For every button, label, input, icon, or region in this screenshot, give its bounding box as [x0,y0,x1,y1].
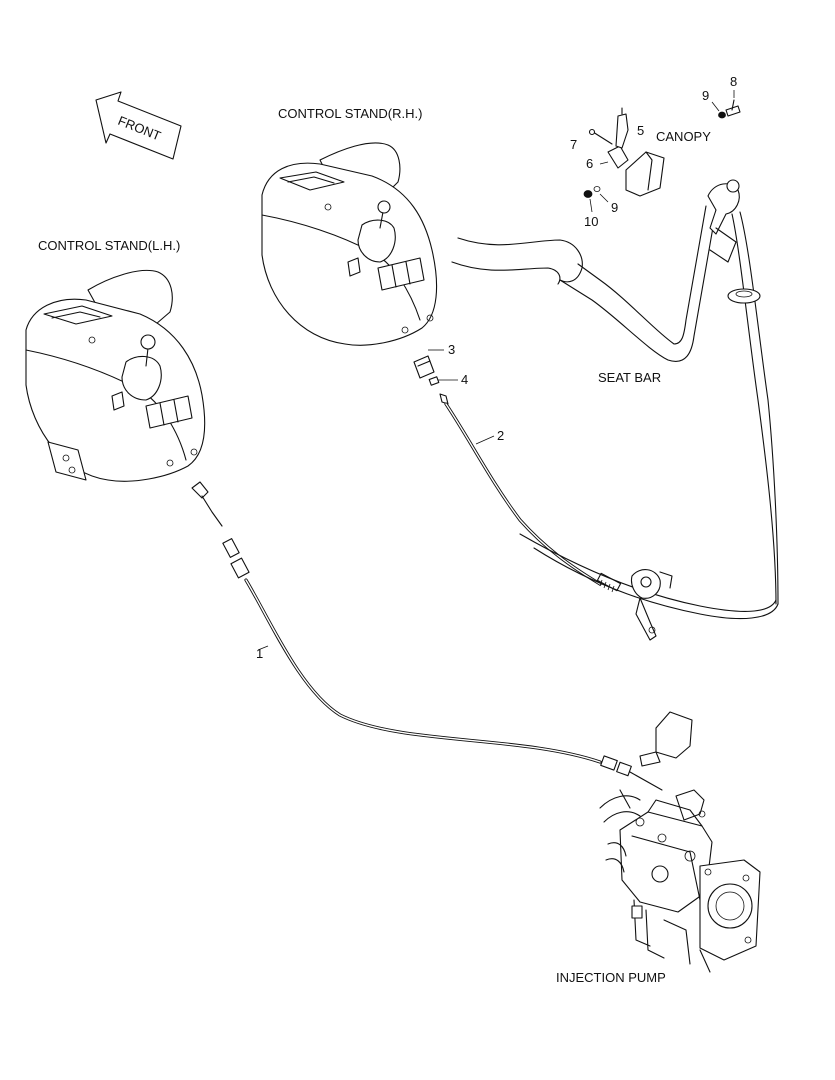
control-stand-lh [25,269,206,482]
cable-2 [413,355,622,593]
seat-bar [451,179,779,641]
control-stand-rh-label: CONTROL STAND(R.H.) [278,106,422,121]
throttle-cable-1 [191,481,663,791]
callout-7: 7 [570,137,577,152]
callout-9-bottom: 9 [611,200,618,215]
seat-bar-label: SEAT BAR [598,370,661,385]
callout-2: 2 [497,428,504,443]
callout-9-top: 9 [702,88,709,103]
canopy-label: CANOPY [656,129,711,144]
callout-5: 5 [637,123,644,138]
control-stand-rh [261,142,438,346]
callout-10: 10 [584,214,598,229]
injection-pump-label: INJECTION PUMP [556,970,666,985]
callout-8: 8 [730,74,737,89]
callout-3: 3 [448,342,455,357]
canopy-hardware [583,99,741,198]
callout-4: 4 [461,372,468,387]
control-stand-lh-label: CONTROL STAND(L.H.) [38,238,180,253]
callout-6: 6 [586,156,593,171]
injection-pump [599,711,761,973]
callout-1: 1 [256,646,263,661]
front-arrow: FRONT [95,91,182,160]
